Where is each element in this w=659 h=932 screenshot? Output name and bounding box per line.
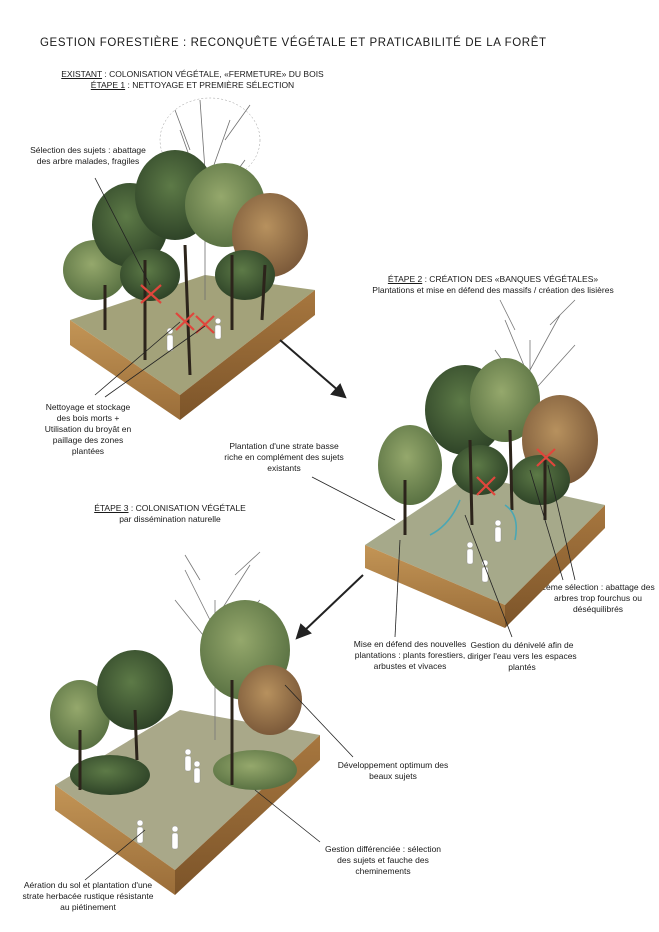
block-stage1 bbox=[63, 97, 315, 420]
block-stage2 bbox=[365, 299, 605, 628]
block2-soil-right bbox=[505, 505, 605, 628]
block1-soil-left bbox=[70, 320, 180, 420]
stage1-existing-text: : COLONISATION VÉGÉTALE, «FERMETURE» DU … bbox=[102, 69, 324, 79]
stage2-subtitle: Plantations et mise en défend des massif… bbox=[372, 285, 614, 295]
block2-water-arrows bbox=[429, 499, 518, 541]
note-soil: Aération du sol et plantation d'une stra… bbox=[22, 880, 154, 912]
note-management: Gestion différenciée : sélection des suj… bbox=[324, 844, 442, 876]
stage1-existing-key: EXISTANT bbox=[61, 69, 103, 79]
stage2-step-text: : CRÉATION DES «BANQUES VÉGÉTALES» bbox=[422, 274, 599, 284]
note-selection: Sélection des sujets : abattage des arbr… bbox=[30, 145, 146, 166]
transition-arrow-1 bbox=[279, 339, 347, 399]
stage3-subtitle: par dissémination naturelle bbox=[119, 514, 221, 524]
block3-canopy bbox=[50, 600, 302, 795]
block3-soil-left bbox=[55, 785, 175, 895]
stage3-step-key: ÉTAPE 3 bbox=[94, 503, 129, 513]
note-protection: Mise en défend des nouvelles plantations… bbox=[353, 639, 467, 671]
stage2-header: ÉTAPE 2 : CRÉATION DES «BANQUES VÉGÉTALE… bbox=[358, 274, 628, 296]
block-stage3 bbox=[50, 551, 320, 895]
block1-canopy bbox=[63, 150, 308, 301]
block2-trunks bbox=[403, 429, 547, 535]
note-planting: Plantation d'une strate basse riche en c… bbox=[224, 441, 344, 473]
page-title: GESTION FORESTIÈRE : RECONQUÊTE VÉGÉTALE… bbox=[40, 37, 547, 49]
stage3-header: ÉTAPE 3 : COLONISATION VÉGÉTALE par diss… bbox=[75, 503, 265, 525]
block2-felling-marks bbox=[476, 448, 556, 496]
stage1-step-key: ÉTAPE 1 bbox=[90, 80, 126, 90]
block3-ground bbox=[55, 710, 320, 870]
transition-arrow-2 bbox=[295, 574, 364, 640]
note-slope: Gestion du dénivelé afin de diriger l'ea… bbox=[467, 640, 577, 672]
note-development: Développement optimum des beaux sujets bbox=[337, 760, 449, 781]
block1-person-icon bbox=[166, 318, 222, 352]
note-second-selection: 2ème sélection : abattage des arbres tro… bbox=[541, 582, 655, 614]
stage1-step-text: : NETTOYAGE ET PREMIÈRE SÉLECTION bbox=[125, 80, 295, 90]
block1-felling-marks bbox=[140, 284, 215, 334]
stage1-header: EXISTANT : COLONISATION VÉGÉTALE, «FERME… bbox=[55, 69, 330, 91]
block2-canopy bbox=[378, 358, 598, 505]
block1-soil-right bbox=[180, 290, 315, 420]
block1-trunks bbox=[103, 244, 267, 376]
stage2-step-key: ÉTAPE 2 bbox=[387, 274, 423, 284]
block3-person-icon bbox=[136, 748, 201, 850]
stage3-step-text: : COLONISATION VÉGÉTALE bbox=[128, 503, 246, 513]
note-cleaning: Nettoyage et stockage des bois morts + U… bbox=[44, 402, 132, 456]
block2-soil-left bbox=[365, 545, 505, 628]
leader-lines bbox=[84, 177, 576, 881]
block3-trunks bbox=[78, 680, 234, 790]
